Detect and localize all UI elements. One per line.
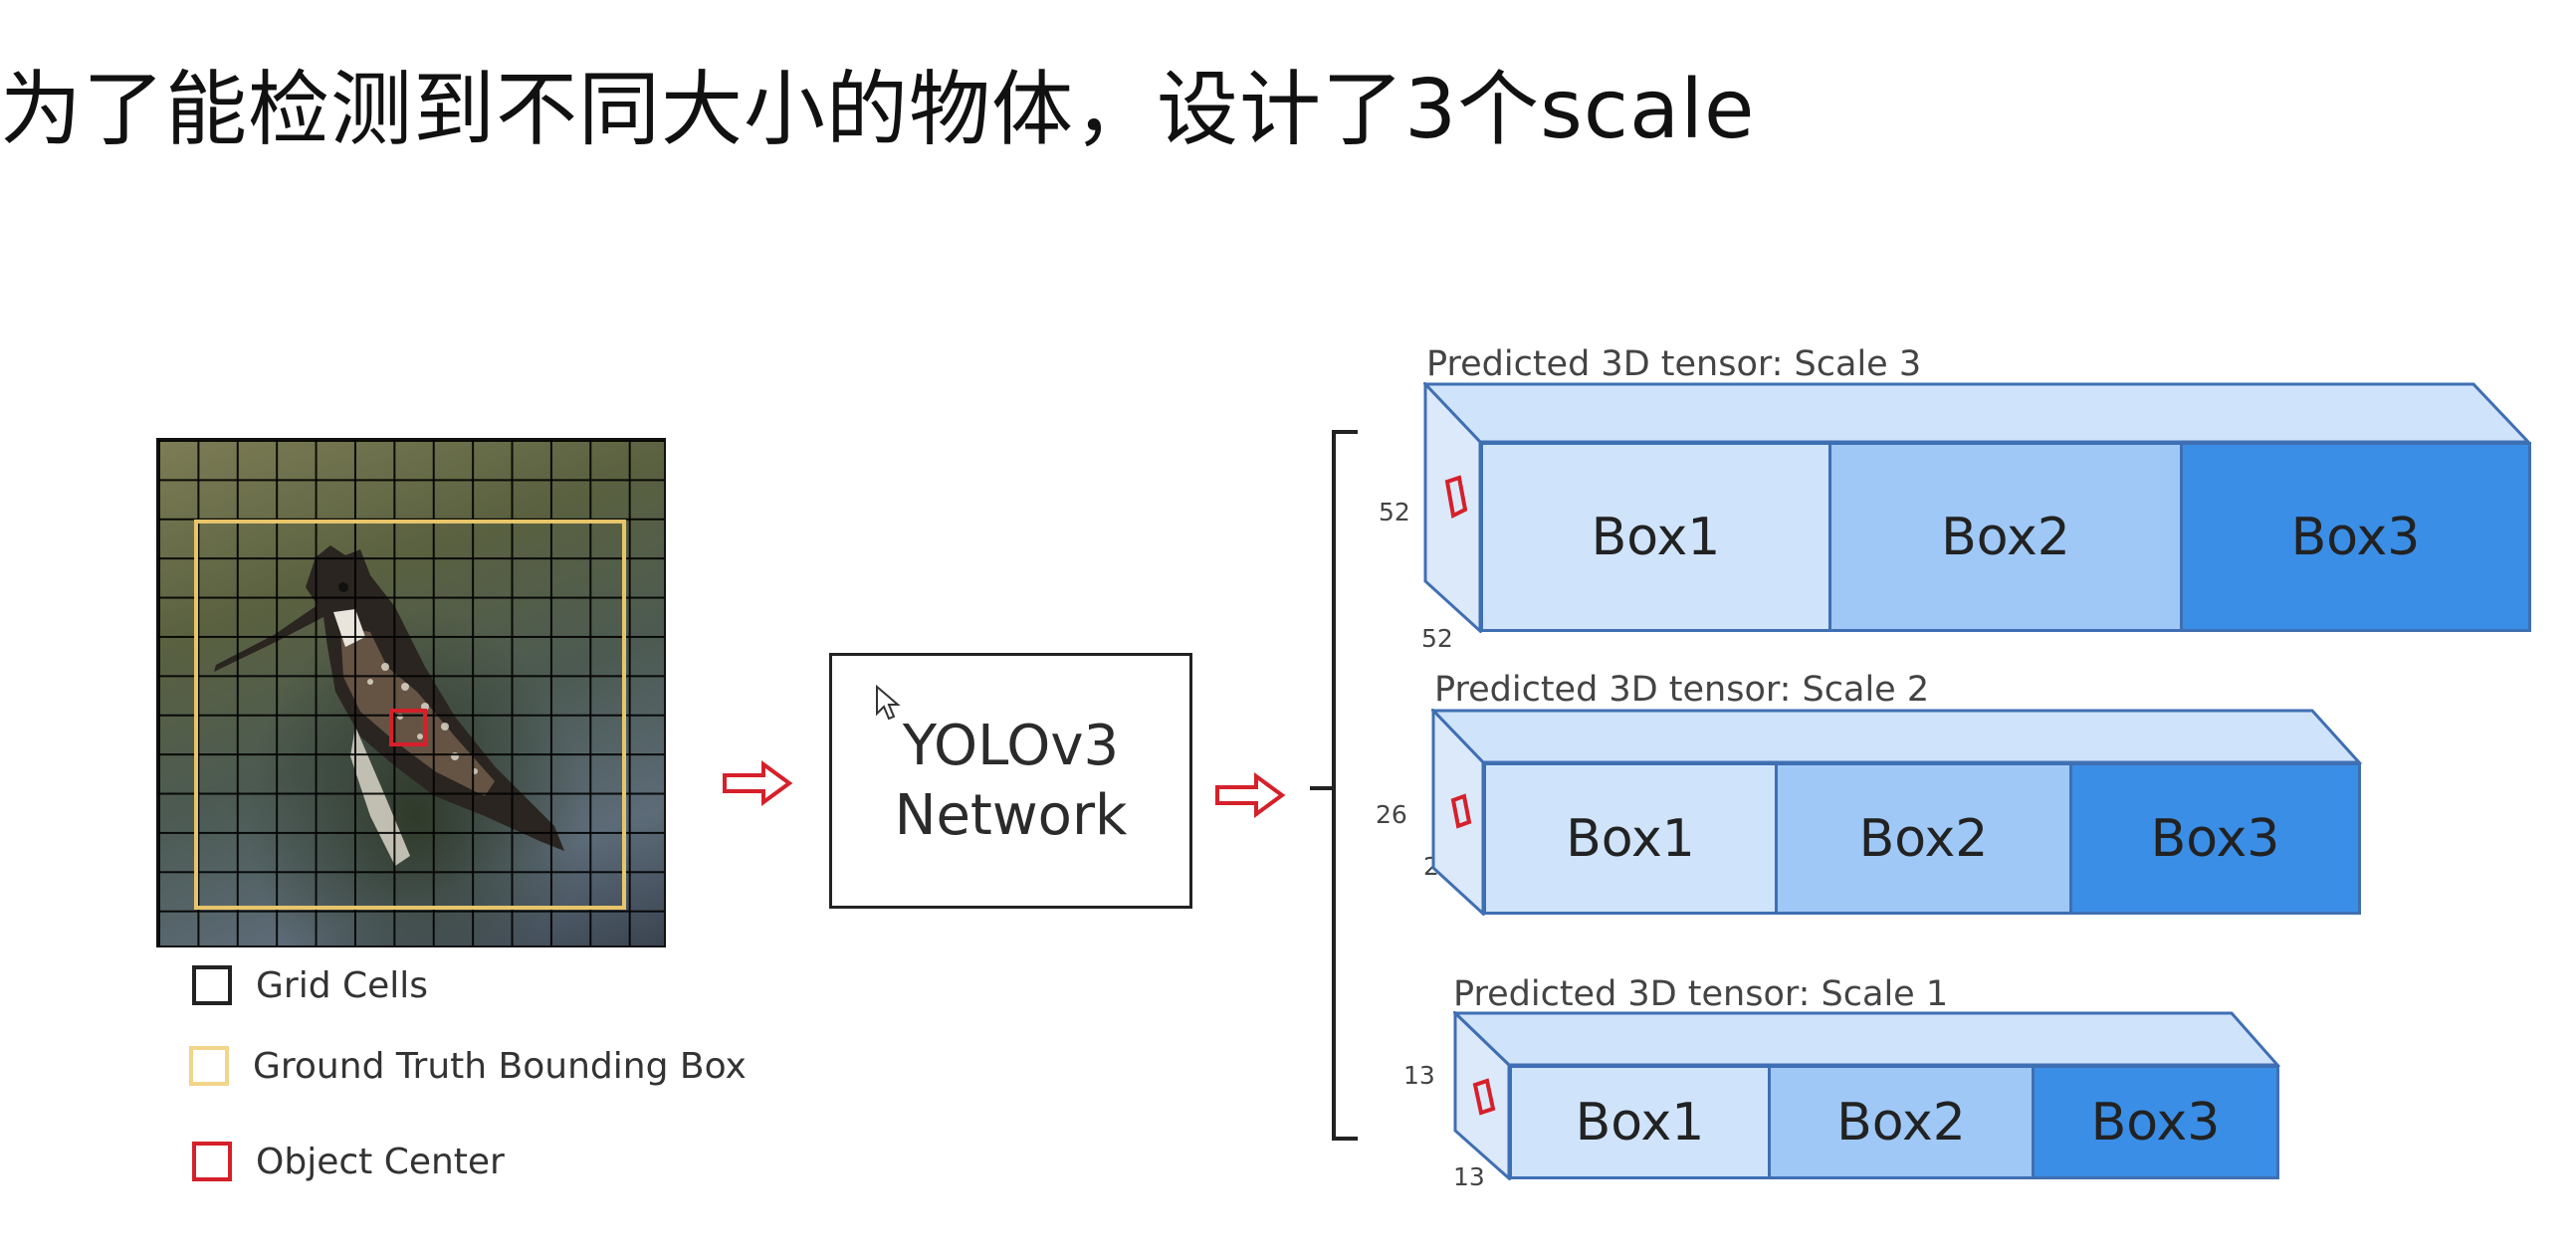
grid-cells-swatch-icon — [192, 965, 232, 1005]
object-center-swatch-icon — [192, 1142, 232, 1181]
object-center-marker-icon — [1444, 475, 1468, 519]
tensor-scale-2: Box1 Box2 Box3 — [1431, 709, 2363, 916]
legend-item-grid-cells: Grid Cells — [192, 960, 428, 1010]
box-cell-box2: Box2 — [1768, 1065, 2035, 1179]
legend-item-ground-truth: Ground Truth Bounding Box — [189, 1041, 747, 1091]
grid-cells — [156, 438, 666, 947]
arrow-right-icon — [723, 760, 793, 806]
bird-photo — [156, 438, 666, 947]
tensor-dim-depth: 13 — [1453, 1162, 1485, 1191]
box-cell-box1: Box1 — [1483, 762, 1778, 915]
tensor-scale-3: Box1 Box2 Box3 — [1423, 382, 2533, 633]
box-cell-box3: Box3 — [2180, 442, 2531, 632]
output-bracket — [1310, 430, 1358, 1141]
tensor-dim-depth: 52 — [1421, 624, 1453, 653]
box-cell-box1: Box1 — [1480, 442, 1831, 632]
arrow-right-icon — [1215, 772, 1286, 818]
box-cell-box1: Box1 — [1509, 1065, 1771, 1179]
tensor-dim-side: 13 — [1403, 1061, 1435, 1090]
tensor-scale-1: Box1 Box2 Box3 — [1453, 1011, 2281, 1180]
box-cell-box3: Box3 — [2069, 762, 2361, 915]
object-center-marker-icon — [1450, 793, 1472, 829]
legend-label: Grid Cells — [256, 964, 429, 1006]
tensor-label-scale-3: Predicted 3D tensor: Scale 3 — [1426, 344, 1922, 384]
tensor-scale-1-prism — [1453, 1011, 2281, 1180]
tensor-label-scale-1: Predicted 3D tensor: Scale 1 — [1453, 974, 1949, 1014]
box-cell-box2: Box2 — [1775, 762, 2072, 915]
object-center-box — [389, 709, 427, 746]
tensor-scale-2-prism — [1431, 709, 2363, 916]
ground-truth-box — [194, 520, 626, 910]
mouse-cursor-icon — [876, 684, 901, 721]
slide-title: 为了能检测到不同大小的物体，设计了3个scale — [0, 63, 1756, 157]
object-center-marker-icon — [1472, 1078, 1496, 1116]
box-cell-box3: Box3 — [2032, 1065, 2279, 1179]
legend-item-object-center: Object Center — [192, 1137, 505, 1186]
network-line-2: Network — [894, 782, 1128, 848]
network-line-1: YOLOv3 — [902, 713, 1120, 778]
tensor-dim-side: 26 — [1376, 800, 1407, 829]
legend-label: Object Center — [256, 1141, 505, 1182]
tensor-label-scale-2: Predicted 3D tensor: Scale 2 — [1434, 670, 1930, 710]
legend-label: Ground Truth Bounding Box — [253, 1045, 747, 1087]
yolov3-network-box: YOLOv3 Network — [829, 653, 1192, 909]
ground-truth-swatch-icon — [189, 1046, 229, 1086]
tensor-dim-side: 52 — [1379, 498, 1410, 526]
box-cell-box2: Box2 — [1828, 442, 2183, 632]
